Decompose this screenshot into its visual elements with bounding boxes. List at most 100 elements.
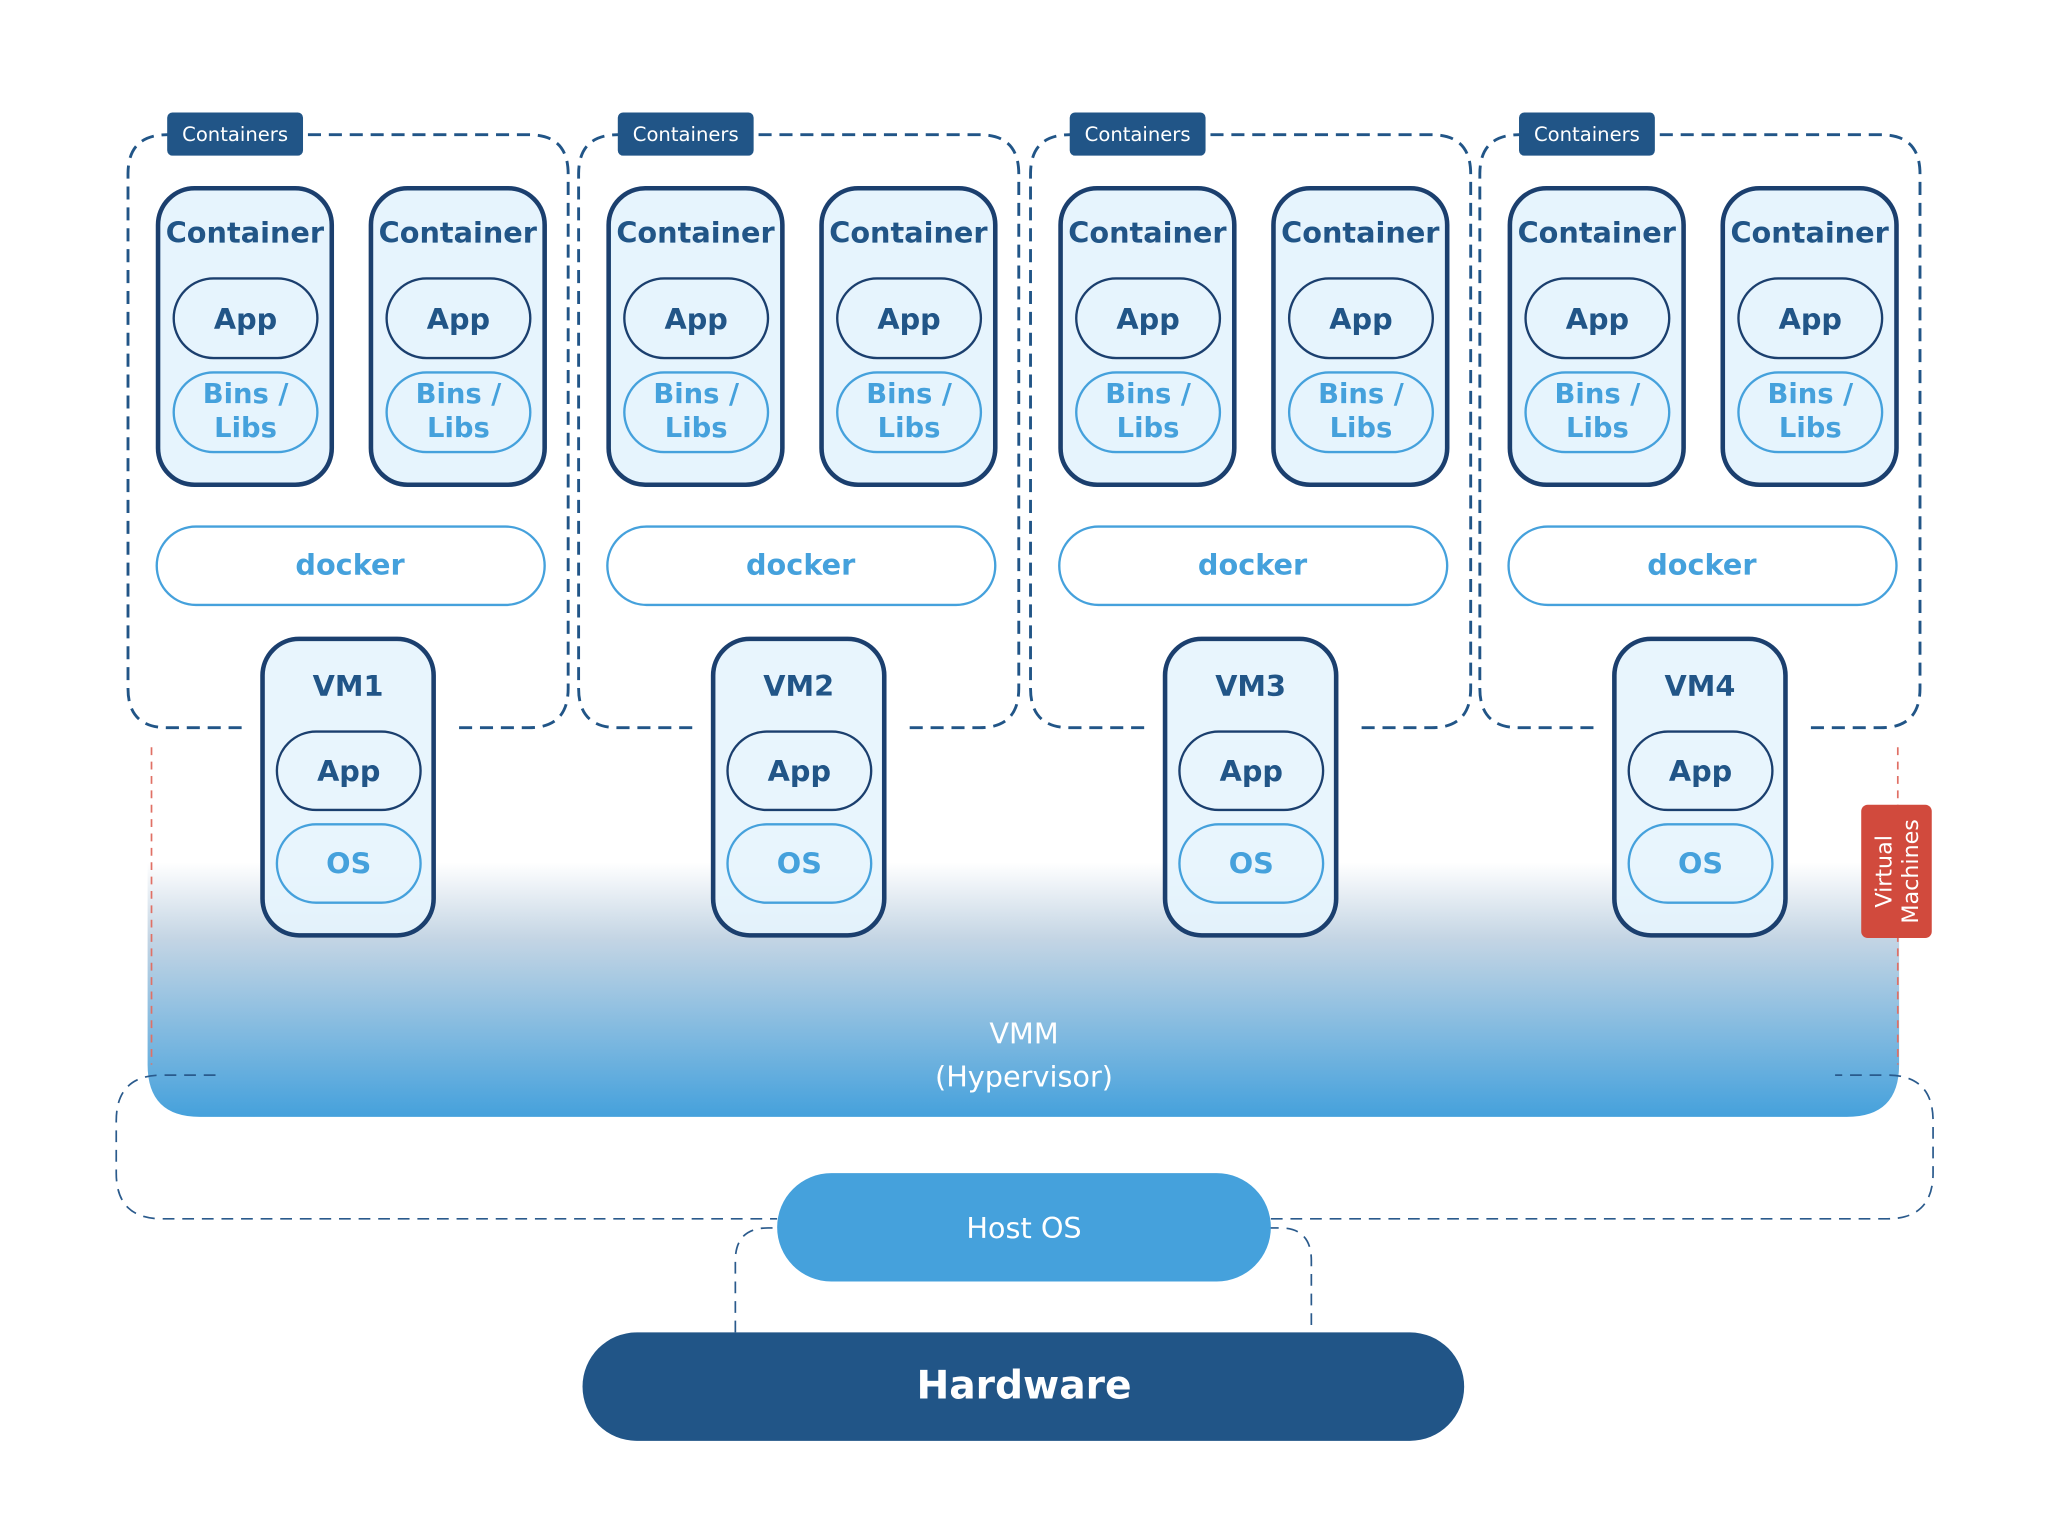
vm-os-label: OS bbox=[1678, 847, 1723, 881]
app-pill bbox=[836, 277, 983, 360]
vm-os-pill bbox=[1627, 823, 1774, 904]
docker-engine-pill bbox=[606, 525, 997, 607]
vm-title: VM4 bbox=[1665, 669, 1736, 703]
bins-libs-pill bbox=[385, 371, 532, 454]
vm-os-label: OS bbox=[777, 847, 822, 881]
app-label: App bbox=[214, 302, 277, 336]
container-group-outline bbox=[126, 133, 570, 730]
hardware-label: Hardware bbox=[916, 1363, 1131, 1408]
app-label: App bbox=[1779, 302, 1842, 336]
bins-libs-label-line2: Libs bbox=[427, 413, 490, 444]
host-os-label: Host OS bbox=[966, 1211, 1081, 1245]
vmm-background bbox=[147, 862, 1900, 1117]
containers-badge-label: Containers bbox=[1085, 123, 1191, 146]
bins-libs-label-line1: Bins / bbox=[1767, 379, 1854, 410]
containers-badge bbox=[1069, 112, 1206, 156]
container-group-outline bbox=[1029, 133, 1473, 730]
vm-app-pill bbox=[1627, 730, 1774, 812]
vm-title: VM1 bbox=[313, 669, 384, 703]
bins-libs-pill bbox=[172, 371, 319, 454]
containers-badge bbox=[617, 112, 754, 156]
vm-os-pill bbox=[275, 823, 422, 904]
docker-engine-label: docker bbox=[295, 547, 405, 581]
vm-app-pill bbox=[275, 730, 422, 812]
app-pill bbox=[1075, 277, 1222, 360]
host-os-scope-outline bbox=[115, 1074, 1934, 1220]
app-label: App bbox=[877, 302, 940, 336]
container-group-outline bbox=[577, 133, 1021, 730]
bins-libs-label-line1: Bins / bbox=[1105, 379, 1192, 410]
vm-app-label: App bbox=[317, 754, 380, 788]
container-title: Container bbox=[1281, 216, 1440, 250]
vm-app-pill bbox=[726, 730, 873, 812]
bins-libs-pill bbox=[1737, 371, 1884, 454]
vm-title: VM2 bbox=[763, 669, 834, 703]
app-pill bbox=[1524, 277, 1671, 360]
bins-libs-label-line2: Libs bbox=[878, 413, 941, 444]
vm-os-pill bbox=[726, 823, 873, 904]
container-title: Container bbox=[379, 216, 538, 250]
app-pill bbox=[172, 277, 319, 360]
app-pill bbox=[1287, 277, 1434, 360]
containers-badge bbox=[1519, 112, 1655, 156]
bins-libs-label-line2: Libs bbox=[1566, 413, 1629, 444]
bins-libs-pill bbox=[1524, 371, 1671, 454]
host-os-layer: Host OS bbox=[777, 1173, 1271, 1282]
app-label: App bbox=[427, 302, 490, 336]
bins-libs-label-line2: Libs bbox=[665, 413, 728, 444]
hardware-layer: Hardware bbox=[582, 1332, 1465, 1441]
containers-badge-label: Containers bbox=[182, 123, 288, 146]
docker-engine-pill bbox=[1507, 525, 1898, 607]
container-title: Container bbox=[1518, 216, 1677, 250]
app-label: App bbox=[1566, 302, 1629, 336]
containers-badge-label: Containers bbox=[1534, 123, 1640, 146]
bins-libs-pill bbox=[836, 371, 983, 454]
bins-libs-label-line1: Bins / bbox=[653, 379, 740, 410]
vm-app-pill bbox=[1178, 730, 1325, 812]
app-pill bbox=[623, 277, 770, 360]
bins-libs-label-line1: Bins / bbox=[416, 379, 503, 410]
docker-engine-label: docker bbox=[746, 547, 856, 581]
container-title: Container bbox=[1068, 216, 1227, 250]
vm-app-label: App bbox=[1220, 754, 1283, 788]
app-label: App bbox=[1329, 302, 1392, 336]
app-label: App bbox=[664, 302, 727, 336]
app-label: App bbox=[1116, 302, 1179, 336]
hardware-scope-outline bbox=[734, 1227, 1313, 1333]
bins-libs-label-line2: Libs bbox=[1779, 413, 1842, 444]
app-pill bbox=[385, 277, 532, 360]
bins-libs-label-line2: Libs bbox=[1117, 413, 1180, 444]
containers-badge bbox=[167, 112, 304, 156]
container-title: Container bbox=[829, 216, 988, 250]
docker-engine-pill bbox=[155, 525, 546, 607]
vm-os-label: OS bbox=[326, 847, 371, 881]
vm-app-label: App bbox=[768, 754, 831, 788]
bins-libs-label-line2: Libs bbox=[214, 413, 277, 444]
vmm-title: VMM bbox=[989, 1016, 1058, 1050]
virtual-machines-label-line1: Virtual bbox=[1872, 835, 1898, 908]
bins-libs-label-line1: Bins / bbox=[1555, 379, 1642, 410]
bins-libs-label-line2: Libs bbox=[1330, 413, 1393, 444]
bins-libs-pill bbox=[1075, 371, 1222, 454]
vmm-layer: VMM (Hypervisor) bbox=[147, 862, 1900, 1117]
vm-app-label: App bbox=[1669, 754, 1732, 788]
bins-libs-label-line1: Bins / bbox=[1318, 379, 1405, 410]
container-title: Container bbox=[166, 216, 325, 250]
container-title: Container bbox=[616, 216, 775, 250]
bins-libs-label-line1: Bins / bbox=[866, 379, 953, 410]
